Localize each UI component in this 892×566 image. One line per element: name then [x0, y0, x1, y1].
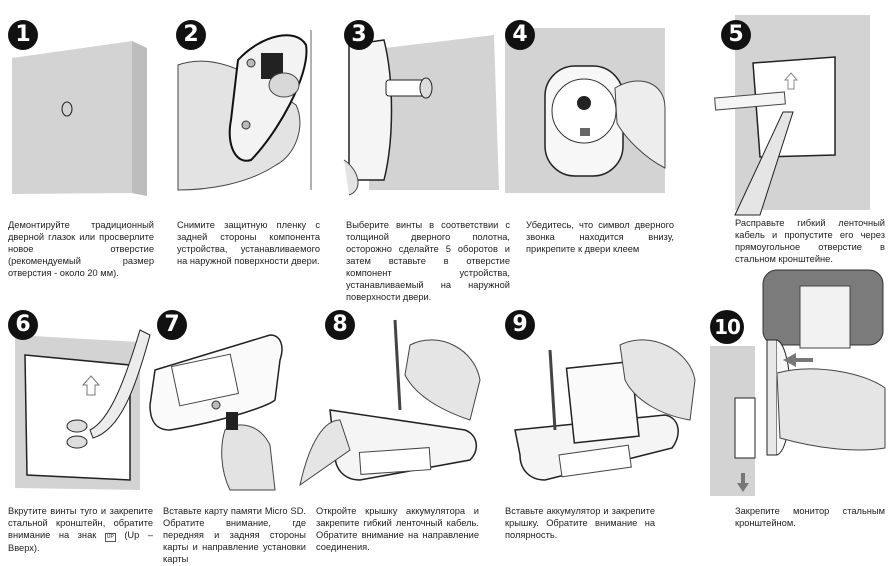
insert-battery-illustration	[514, 339, 696, 481]
step-caption: Откройте крышку аккумулятора и закрепите…	[316, 506, 479, 552]
step-number-badge: 10	[710, 310, 744, 344]
step-number-badge: 3	[344, 20, 374, 50]
step-caption: Расправьте гибкий ленточный кабель и про…	[735, 218, 885, 264]
step-caption: Снимите защитную пленку с задней стороны…	[177, 220, 320, 266]
step-caption: Выберите винты в соответствии с толщиной…	[346, 220, 510, 302]
step-number-badge: 5	[721, 20, 751, 50]
step-number-badge: 2	[176, 20, 206, 50]
step-caption: Вставьте аккумулятор и закрепите крышку.…	[505, 506, 655, 540]
door-with-hole-illustration	[12, 41, 147, 196]
tighten-bracket-screws-illustration	[15, 329, 151, 490]
ribbon-cable-through-bracket-illustration	[714, 15, 870, 216]
connect-ribbon-cable-illustration	[299, 319, 481, 487]
insert-outdoor-unit-illustration	[343, 35, 499, 196]
step-caption: Вставьте карту памяти Micro SD. Обратите…	[163, 506, 306, 564]
attach-doorbell-unit-illustration	[505, 28, 666, 193]
peel-protective-film-illustration	[177, 30, 312, 191]
step-caption: Демонтируйте традиционный дверной глазок…	[8, 220, 154, 278]
mount-monitor-on-bracket-illustration	[710, 269, 886, 496]
step-number-badge: 6	[8, 310, 38, 340]
step-caption: Убедитесь, что символ дверного звонка на…	[526, 220, 674, 254]
caption-text-end: (Up –Вверх).	[8, 530, 153, 553]
insert-microsd-card-illustration	[149, 334, 283, 491]
step-caption: Вкрутите винты туго и закрепите стальной…	[8, 505, 153, 554]
step-number-badge: 8	[325, 310, 355, 340]
step-number-badge: 1	[8, 20, 38, 50]
caption-text: Вкрутите винты туго и закрепите стальной…	[8, 506, 153, 540]
up-arrow-icon: UP	[104, 533, 116, 542]
step-number-badge: 7	[157, 310, 187, 340]
step-number-badge: 4	[505, 20, 535, 50]
step-number-badge: 9	[505, 310, 535, 340]
step-caption: Закрепите монитор стальным кронштейном.	[735, 506, 885, 528]
